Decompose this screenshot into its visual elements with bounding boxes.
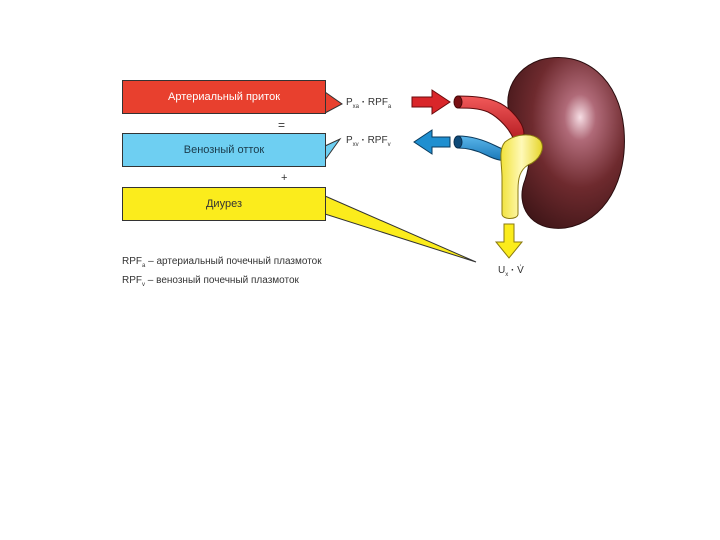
arterial-inflow-box: Артериальный приток: [122, 80, 326, 114]
equals-sign: =: [278, 118, 286, 132]
formula-p: P: [346, 135, 353, 146]
legend-term: RPF: [122, 275, 142, 286]
legend-sub: v: [142, 282, 145, 288]
formula-rpf: RPF: [367, 135, 388, 146]
arterial-inflow-label: Артериальный приток: [167, 91, 281, 103]
formula-dot: ·: [361, 97, 366, 108]
legend-text: – венозный почечный плазмоток: [145, 275, 299, 286]
arterial-formula: Pxa · RPFa: [346, 97, 391, 110]
arterial-pointer: [324, 91, 343, 114]
venous-outflow-arrow: [413, 129, 451, 155]
legend-text: – артериальный почечный плазмоток: [145, 256, 322, 267]
formula-u: U: [498, 265, 506, 276]
formula-rpf: RPF: [367, 97, 388, 108]
formula-dot: ·: [361, 135, 365, 146]
artery-opening: [453, 95, 463, 109]
legend-item: RPFv – венозный почечный плазмоток: [122, 275, 299, 288]
urine-formula: Ux · V̇: [498, 265, 524, 278]
diuresis-label: Диурез: [205, 198, 242, 210]
formula-p-sub: xa: [352, 104, 360, 110]
formula-v: V̇: [517, 265, 524, 276]
formula-p-sub: xv: [352, 142, 359, 148]
venous-outflow-label: Венозный отток: [183, 144, 265, 156]
legend-term: RPF: [122, 256, 142, 267]
venous-pointer: [324, 137, 342, 162]
venous-outflow-box: Венозный отток: [122, 133, 326, 167]
formula-dot: ·: [511, 265, 515, 276]
diuresis-pointer: [324, 195, 477, 263]
urine-outflow-arrow: [494, 223, 524, 259]
formula-u-sub: x: [505, 272, 509, 278]
legend-item: RPFa – артериальный почечный плазмоток: [122, 256, 322, 269]
formula-rpf-sub: v: [387, 142, 391, 148]
diuresis-box: Диурез: [122, 187, 326, 221]
legend-sub: a: [142, 263, 146, 269]
venous-formula: Pxv · RPFv: [346, 135, 391, 148]
plus-sign: +: [281, 172, 288, 184]
ureter: [500, 134, 543, 219]
arterial-inflow-arrow: [411, 89, 451, 115]
vein-opening: [453, 135, 463, 149]
formula-rpf-sub: a: [387, 104, 392, 110]
formula-p: P: [346, 97, 353, 108]
